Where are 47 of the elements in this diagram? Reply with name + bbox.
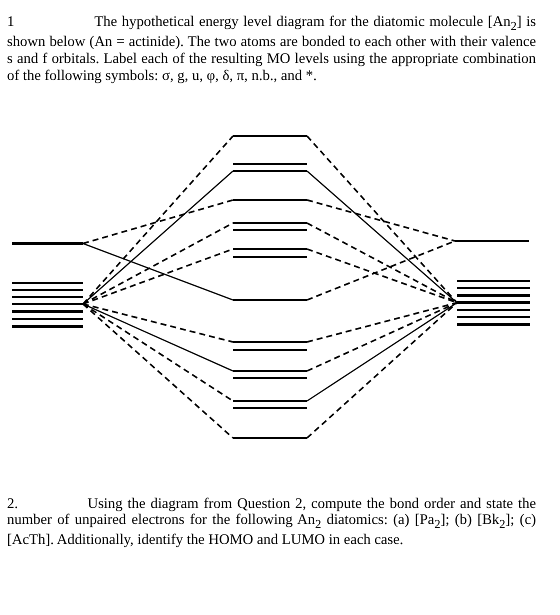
energy-level-line	[233, 348, 307, 352]
energy-level-line	[233, 248, 307, 250]
energy-level-line	[457, 280, 530, 282]
connector-line	[306, 302, 458, 343]
connector-line	[82, 199, 234, 244]
energy-level-line	[12, 302, 83, 306]
energy-level-line	[233, 198, 307, 202]
energy-level-line	[233, 406, 307, 410]
connector-line	[306, 199, 456, 242]
energy-level-line	[233, 436, 307, 440]
connector-line	[306, 135, 458, 304]
energy-level-line	[233, 256, 307, 258]
connector-line	[306, 302, 458, 439]
energy-level-line	[233, 370, 307, 372]
connector-line	[82, 222, 234, 305]
energy-level-line	[233, 162, 307, 166]
energy-level-line	[12, 282, 83, 284]
energy-level-line	[12, 318, 83, 320]
connector-line	[306, 170, 458, 304]
connector-line	[82, 135, 234, 305]
connector-line	[82, 303, 234, 402]
energy-level-line	[457, 316, 530, 318]
energy-level-line	[233, 400, 307, 402]
energy-level-line	[233, 222, 307, 224]
energy-level-line	[12, 242, 83, 245]
connector-line	[82, 303, 234, 343]
energy-level-line	[12, 325, 83, 328]
energy-level-line	[457, 308, 530, 312]
question-text: 2. Using the diagram from Question 2, compute the bond order and state the number of unpaired electrons for the following An$_{2}$ diatomics: (a) [Pa$_{2}$]; (b) [Bk$_{2}$]; (c) [AcTh]. Additionally, identify the HOMO and LUMO in each case.	[7, 496, 536, 549]
connector-line	[306, 302, 458, 402]
connector-line	[82, 303, 234, 439]
energy-level-line	[233, 298, 307, 302]
connector-line	[82, 242, 234, 301]
energy-level-line	[233, 228, 307, 232]
energy-level-line	[457, 323, 530, 326]
energy-level-line	[457, 301, 530, 304]
energy-level-line	[455, 240, 529, 242]
energy-level-line	[12, 296, 83, 298]
energy-level-line	[233, 340, 307, 344]
energy-level-line	[457, 286, 530, 290]
energy-level-line	[12, 310, 83, 313]
energy-level-line	[12, 288, 83, 292]
energy-level-line	[233, 376, 307, 380]
question-text: 1 The hypothetical energy level diagram for the diatomic molecule [An$_{2}$] is shown below (An = actinide). The two atoms are bonded to each other with their valence s and f orbitals. Label each of the resulting MO levels using the appropriate combination of the following symbols: σ, g, u, φ, δ, π, n.b., and *.	[7, 14, 536, 86]
energy-level-line	[233, 170, 307, 172]
energy-level-line	[457, 294, 530, 297]
energy-level-line	[233, 134, 307, 138]
